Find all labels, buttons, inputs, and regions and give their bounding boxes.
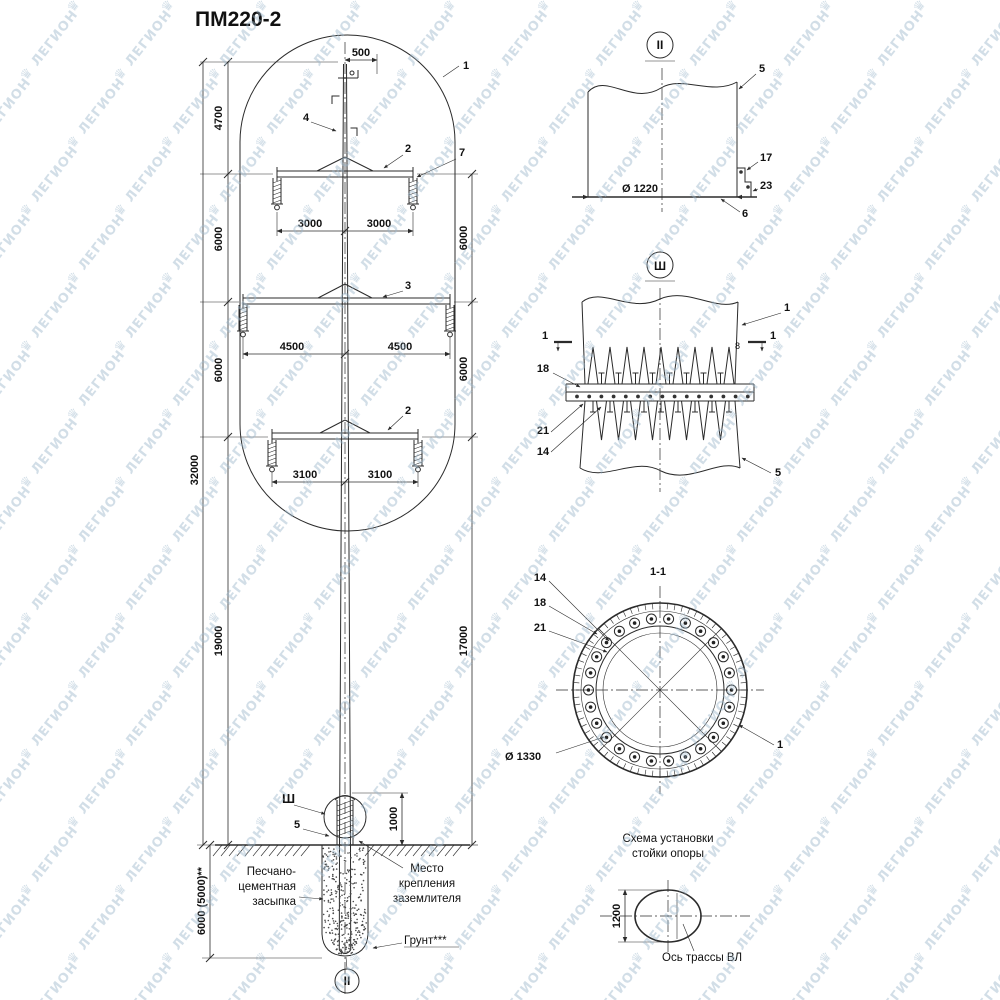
dim-arm2-left: 4500	[280, 341, 304, 353]
dim-arm3-left: 3100	[293, 469, 317, 481]
installation-scheme: Схема установки стойки опоры 1200 Ось тр…	[600, 833, 750, 964]
dim-arm2-right: 4500	[388, 341, 412, 353]
note-backfill-2: цементная	[238, 881, 296, 893]
foundation-outline	[321, 845, 369, 957]
detail-iii-boundary	[323, 795, 367, 839]
section-mark-1-right: 1	[770, 330, 776, 342]
dim-top: 500	[352, 47, 370, 59]
label-pos-5-ii: 5	[759, 63, 765, 75]
insulator-strings	[237, 178, 456, 473]
detail-iii-view: Ш 1 1 1 18 21 14 5 8	[537, 251, 790, 492]
dim-left-19000: 19000	[213, 626, 225, 657]
pole-left-edge	[338, 63, 344, 951]
section-1-1-title: 1-1	[650, 566, 666, 578]
dim-embed: 6000 (5000)**	[196, 866, 208, 935]
dim-arm3-right: 3100	[368, 469, 392, 481]
section-mark-1-left: 1	[542, 330, 548, 342]
note-soil: Грунт***	[404, 935, 447, 947]
label-pos-14: 14	[537, 446, 550, 458]
label-pos-2b: 2	[405, 405, 411, 417]
detail-iii-title: Ш	[654, 259, 666, 273]
dim-arm1-left: 3000	[298, 218, 322, 230]
dim-left-4700: 4700	[213, 106, 225, 130]
dim-dia-1220: Ø 1220	[622, 183, 658, 195]
flange-bolts-and-ribs	[575, 346, 750, 441]
scheme-title-2: стойки опоры	[632, 848, 704, 860]
dim-left-6000a: 6000	[213, 227, 225, 251]
foundation-backfill-stipple	[322, 847, 368, 955]
dim-arm1-right: 3000	[367, 218, 391, 230]
dim-right-6000a: 6000	[458, 226, 470, 250]
dim-right-6000b: 6000	[458, 357, 470, 381]
label-pos-23: 23	[760, 180, 772, 192]
label-pos-5: 5	[294, 819, 300, 831]
drawing-number: ПМ220-2	[195, 8, 281, 31]
label-pos-2: 2	[405, 143, 411, 155]
detail-boundary-capsule	[239, 34, 456, 532]
label-pos-1: 1	[463, 60, 469, 72]
dim-left-6000b: 6000	[213, 358, 225, 382]
label-pos-21: 21	[537, 425, 549, 437]
sleeve-hatch	[336, 799, 354, 837]
section-1-1-view: 1-1 14 18 21 Ø 1330 1	[505, 566, 783, 794]
label-pos-3: 3	[405, 280, 411, 292]
label-pos-8: 8	[735, 341, 740, 351]
dim-right-17000: 17000	[458, 626, 470, 657]
label-pos-17: 17	[760, 152, 772, 164]
label-pos-1-sec: 1	[777, 739, 783, 751]
note-grounding-3: заземлителя	[393, 893, 461, 905]
label-section-iii: Ш	[282, 791, 295, 806]
label-pos-14-sec: 14	[534, 572, 547, 584]
scheme-title-1: Схема установки	[622, 833, 713, 845]
note-backfill-3: засыпка	[252, 896, 296, 908]
detail-ii-view: II Ø 1220 5 17 23 6	[572, 31, 772, 220]
dim-dia-1330: Ø 1330	[505, 751, 541, 763]
note-grounding-1: Место	[410, 863, 443, 875]
flange-ring-bolts	[573, 603, 747, 777]
note-grounding-2: крепления	[399, 878, 455, 890]
label-pos-5-iii: 5	[775, 467, 781, 479]
dimension-ticks	[198, 57, 477, 963]
dim-1200: 1200	[611, 904, 623, 928]
label-pos-21-sec: 21	[534, 622, 546, 634]
label-pos-7: 7	[459, 147, 465, 159]
label-pos-1-iii: 1	[784, 302, 790, 314]
detail-ii-title: II	[657, 38, 664, 52]
label-pos-18: 18	[537, 363, 549, 375]
scheme-axis-label: Ось трассы ВЛ	[662, 952, 742, 964]
dim-overall-32000: 32000	[189, 455, 201, 486]
label-section-ii: II	[344, 974, 351, 988]
label-pos-4: 4	[303, 112, 310, 124]
label-pos-18-sec: 18	[534, 597, 546, 609]
main-elevation-view: ПМ220-2 1 500 4 2 7 3000 3000	[189, 8, 478, 994]
dim-1000: 1000	[388, 807, 400, 831]
note-backfill-1: Песчано-	[247, 866, 296, 878]
label-pos-6: 6	[742, 208, 748, 220]
ground-hatch	[212, 844, 463, 857]
